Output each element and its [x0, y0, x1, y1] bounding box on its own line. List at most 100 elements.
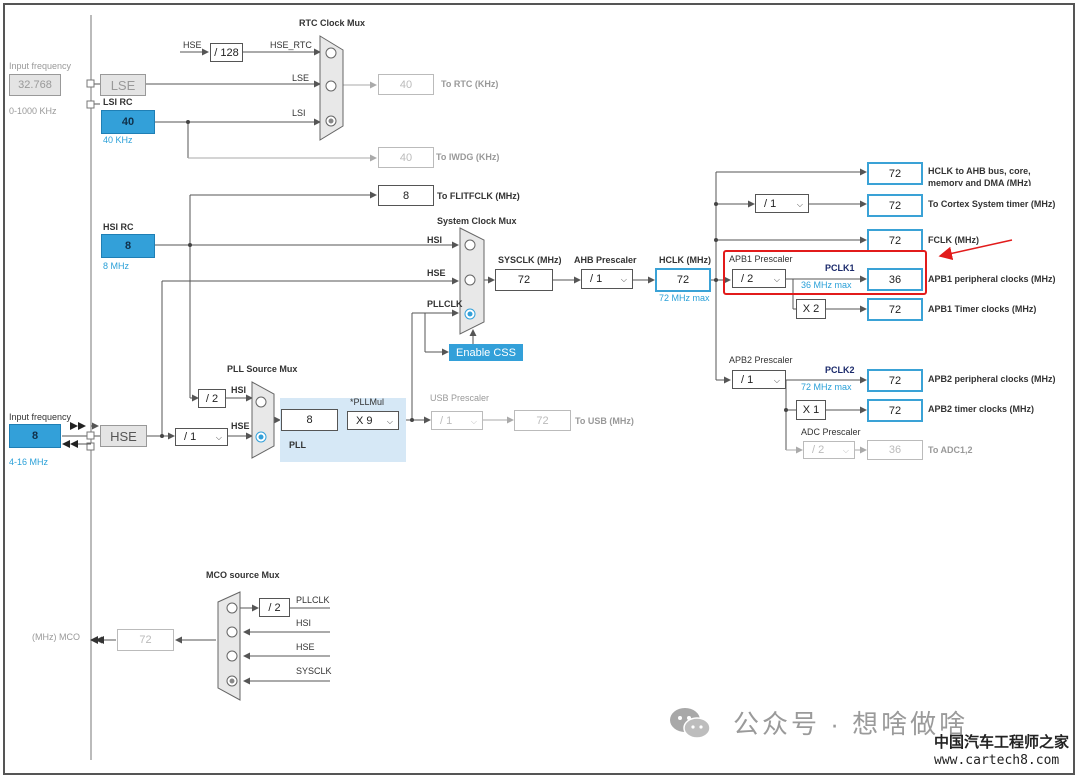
- hse-rtc-label: HSE_RTC: [270, 40, 312, 50]
- cortex-timer-value[interactable]: 72: [867, 194, 923, 217]
- ahb-bus-clock-value[interactable]: 72: [867, 162, 923, 185]
- mco-div2-box: / 2: [259, 598, 290, 617]
- cortex-timer-label: To Cortex System timer (MHz): [928, 199, 1056, 209]
- apb2-timer-clock-label: APB2 timer clocks (MHz): [928, 404, 1035, 414]
- apb2-max-label: 72 MHz max: [801, 382, 852, 392]
- apb1-max-label: 36 MHz max: [801, 280, 852, 290]
- pll-source-mux-title: PLL Source Mux: [227, 364, 298, 374]
- pll-mul-label: *PLLMul: [350, 397, 385, 407]
- pll-mul-value: X 9: [356, 414, 373, 427]
- apb1-timer-multiplier: X 2: [796, 299, 826, 319]
- mco-label: (MHz) MCO: [32, 632, 80, 642]
- apb1-prescaler-label: APB1 Prescaler: [729, 254, 793, 264]
- lse-input-frequency[interactable]: 32.768: [9, 74, 61, 96]
- lse-oscillator: LSE: [100, 74, 146, 96]
- usb-prescaler-value: / 1: [440, 414, 453, 427]
- usb-prescaler-label: USB Prescaler: [430, 393, 490, 403]
- usb-prescaler-select[interactable]: / 1 ⌵: [431, 411, 483, 430]
- chevron-down-icon: ⌵: [386, 416, 393, 426]
- chevron-down-icon: ⌵: [215, 433, 222, 442]
- mco-hsi-label: HSI: [296, 618, 312, 628]
- mco-source-mux-title: MCO source Mux: [206, 570, 280, 580]
- apb2-peripheral-clock-value[interactable]: 72: [867, 369, 923, 392]
- sysclk-value[interactable]: 72: [495, 269, 553, 291]
- chevron-down-icon: ⌵: [470, 416, 477, 426]
- ahb-bus-clock-label-2: memory and DMA (MHz): [928, 178, 1032, 186]
- rtc-mux-title: RTC Clock Mux: [299, 18, 366, 28]
- to-iwdg-value[interactable]: 40: [378, 147, 434, 168]
- ahb-prescaler-select[interactable]: / 1 ⌵: [581, 269, 633, 289]
- apb1-timer-clock-label: APB1 Timer clocks (MHz): [928, 304, 1037, 314]
- rtc-hse-label: HSE: [183, 40, 202, 50]
- ahb-prescaler-value: / 1: [590, 273, 603, 285]
- apb2-peripheral-clock-label: APB2 peripheral clocks (MHz): [928, 374, 1056, 384]
- fclk-value[interactable]: 72: [867, 229, 923, 252]
- pll-source-mux-shape: [251, 381, 275, 459]
- usb-clock-value[interactable]: 72: [514, 410, 571, 431]
- hse-range-label: 4-16 MHz: [9, 457, 49, 467]
- apb2-prescaler-value: / 1: [741, 373, 754, 386]
- apb1-timer-clock-value[interactable]: 72: [867, 298, 923, 321]
- pclk1-label: PCLK1: [825, 263, 855, 273]
- adc-clock-value[interactable]: 36: [867, 440, 923, 460]
- apb2-timer-clock-value[interactable]: 72: [867, 399, 923, 422]
- chevron-down-icon: ⌵: [773, 274, 780, 284]
- pll-input-value[interactable]: 8: [281, 409, 338, 431]
- adc-prescaler-select[interactable]: / 2 ⌵: [803, 441, 855, 459]
- sysclk-label: SYSCLK (MHz): [498, 255, 562, 265]
- pclk2-label: PCLK2: [825, 365, 855, 375]
- fclk-label: FCLK (MHz): [928, 235, 979, 245]
- pll-hsi-label: HSI: [231, 385, 247, 395]
- sysmux-pllclk-label: PLLCLK: [427, 299, 463, 309]
- ahb-bus-clock-label: HCLK to AHB bus, core,: [928, 166, 1031, 176]
- chevron-down-icon: ⌵: [842, 446, 849, 455]
- adc-prescaler-label: ADC Prescaler: [801, 427, 861, 437]
- pll-mul-select[interactable]: X 9 ⌵: [347, 411, 399, 430]
- chevron-down-icon: ⌵: [620, 275, 627, 284]
- hclk-value[interactable]: 72: [655, 268, 711, 292]
- mco-pllclk-label: PLLCLK: [296, 595, 330, 605]
- enable-css-button[interactable]: Enable CSS: [449, 344, 523, 361]
- to-rtc-label: To RTC (KHz): [441, 79, 499, 89]
- watermark-site-cn: 中国汽车工程师之家: [934, 734, 1070, 751]
- watermark-text: 公众号 · 想啥做啥: [733, 709, 969, 739]
- mco-clock-value[interactable]: 72: [117, 629, 174, 651]
- flitfclk-value[interactable]: 8: [378, 185, 434, 206]
- system-clock-mux-title: System Clock Mux: [437, 216, 517, 226]
- apb1-highlight-box: [723, 250, 927, 295]
- hclk-label: HCLK (MHz): [659, 255, 711, 265]
- lse-input-frequency-label: Input frequency: [9, 61, 72, 71]
- hsi-rc-value: 8: [101, 234, 155, 258]
- hse-oscillator: HSE: [100, 425, 147, 447]
- flitfclk-label: To FLITFCLK (MHz): [437, 191, 520, 201]
- hse-input-frequency-label: Input frequency: [9, 412, 72, 422]
- adc-clock-label: To ADC1,2: [928, 445, 973, 455]
- hsi-rc-title: HSI RC: [103, 222, 134, 232]
- lsi-unit-label: 40 KHz: [103, 135, 133, 145]
- to-iwdg-label: To IWDG (KHz): [436, 152, 500, 162]
- hse-prediv-value: / 1: [184, 431, 197, 443]
- chevron-down-icon: ⌵: [773, 375, 780, 385]
- apb2-timer-multiplier: X 1: [796, 400, 826, 420]
- mco-sysclk-label: SYSCLK: [296, 666, 332, 676]
- apb2-prescaler-select[interactable]: / 1 ⌵: [732, 370, 786, 389]
- hsi-div2-box: / 2: [198, 389, 226, 408]
- hse-prediv-select[interactable]: / 1 ⌵: [175, 428, 228, 446]
- lsi-rc-title: LSI RC: [103, 97, 133, 107]
- adc-prescaler-value: / 2: [812, 444, 825, 456]
- sysmux-hsi-label: HSI: [427, 235, 443, 245]
- pll-hse-label: HSE: [231, 421, 250, 431]
- apb1-peripheral-clock-value[interactable]: 36: [867, 268, 923, 291]
- apb2-prescaler-label: APB2 Prescaler: [729, 355, 793, 365]
- wechat-logo-icon: [668, 705, 712, 741]
- lsi-rc-value: 40: [101, 110, 155, 134]
- hse-input-frequency[interactable]: 8: [9, 424, 61, 448]
- to-rtc-value[interactable]: 40: [378, 74, 434, 95]
- apb1-prescaler-select[interactable]: / 2 ⌵: [732, 269, 786, 288]
- usb-clock-label: To USB (MHz): [575, 416, 634, 426]
- cortex-timer-prescaler-select[interactable]: / 1⌵: [755, 194, 809, 213]
- apb1-prescaler-value: / 2: [741, 272, 754, 285]
- pll-label: PLL: [289, 440, 306, 450]
- hse-div128-box: / 128: [210, 43, 243, 62]
